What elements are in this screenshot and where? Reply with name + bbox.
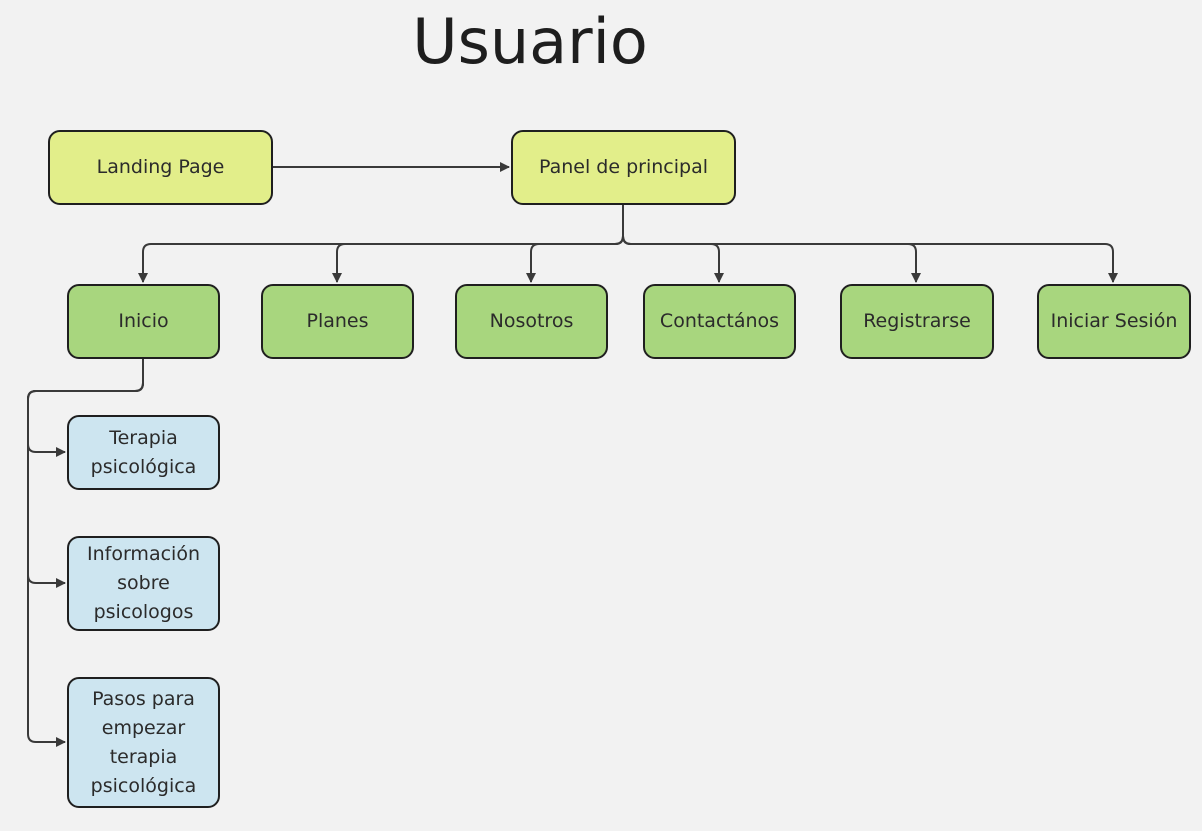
node-contactanos: Contactános xyxy=(643,284,796,359)
node-registrarse: Registrarse xyxy=(840,284,994,359)
node-iniciar-sesion: Iniciar Sesión xyxy=(1037,284,1191,359)
diagram-title: Usuario xyxy=(412,5,648,78)
node-informacion-psicologos: Información sobre psicologos xyxy=(67,536,220,631)
node-panel-principal: Panel de principal xyxy=(511,130,736,205)
arrow-inicio-to-pasos xyxy=(27,359,144,747)
arrow-panel-to-nosotros xyxy=(526,205,624,283)
node-landing-page: Landing Page xyxy=(48,130,273,205)
node-planes: Planes xyxy=(261,284,414,359)
node-nosotros: Nosotros xyxy=(455,284,608,359)
node-terapia-psicologica: Terapia psicológica xyxy=(67,415,220,490)
arrow-panel-to-iniciar-sesion xyxy=(622,205,1118,283)
node-inicio: Inicio xyxy=(67,284,220,359)
node-pasos-terapia: Pasos para empezar terapia psicológica xyxy=(67,677,220,808)
